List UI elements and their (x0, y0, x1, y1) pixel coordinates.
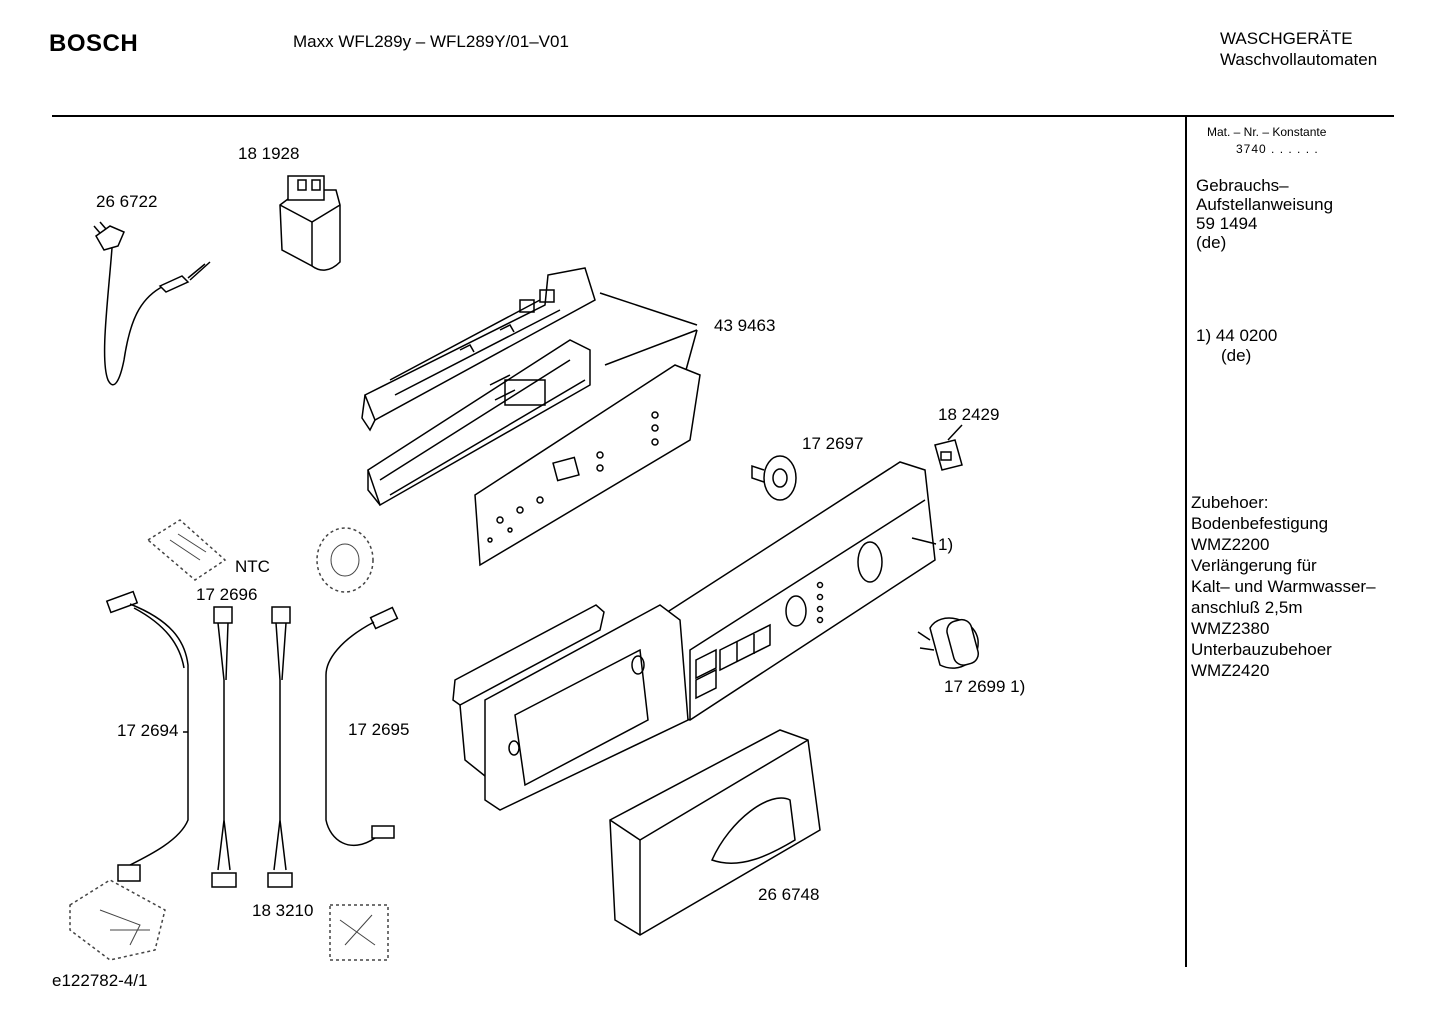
accessory-item: Bodenbefestigung (1191, 514, 1329, 533)
harness-172694-drawing (105, 590, 189, 882)
accessory-item: WMZ2420 (1191, 661, 1270, 680)
control-housing-middle-drawing (367, 339, 591, 507)
accessory-item: WMZ2380 (1191, 619, 1270, 638)
manual-language: (de) (1196, 233, 1227, 252)
sidebar-divider (1185, 117, 1187, 967)
part-label-ntc: NTC (235, 557, 270, 576)
part-label-footnote: 1) (938, 535, 954, 554)
part-label-172696: 17 2696 (196, 585, 258, 604)
harness-172695-drawing (325, 606, 399, 847)
drawer-frame-drawing (452, 604, 689, 811)
part-label-172695: 17 2695 (348, 720, 410, 739)
material-number-label: Mat. – Nr. – Konstante (1207, 125, 1327, 139)
power-cord-drawing (93, 221, 211, 386)
capacitor-drawing (279, 175, 341, 271)
footnote-language: (de) (1221, 346, 1252, 365)
footnote-number: 1) 44 0200 (1196, 326, 1278, 345)
pcb-board-drawing (474, 364, 701, 567)
category-title: WASCHGERÄTE (1220, 29, 1353, 48)
control-housing-top-drawing (361, 267, 596, 432)
accessory-item: Kalt– und Warmwasser– (1191, 577, 1376, 596)
header-divider (52, 115, 1394, 117)
knob-drawing (751, 455, 797, 501)
part-label-183210: 18 3210 (252, 901, 314, 920)
program-knob-drawing (917, 617, 980, 669)
harness-183210-drawing (267, 606, 293, 888)
context-parts-drawing (69, 519, 389, 961)
exploded-parts-drawing (69, 175, 980, 961)
accessory-item: Verlängerung für (1191, 556, 1317, 575)
control-panel-drawing (654, 461, 936, 721)
drawing-id: e122782-4/1 (52, 971, 148, 990)
part-label-182429: 18 2429 (938, 405, 1000, 424)
part-label-266722: 26 6722 (96, 192, 158, 211)
part-label-266748: 26 6748 (758, 885, 820, 904)
part-label-172694: 17 2694 (117, 721, 179, 740)
part-label-181928: 18 1928 (238, 144, 300, 163)
context-parts-detail (99, 533, 376, 946)
part-label-1726991: 17 2699 1) (944, 677, 1026, 696)
switch-drawing (934, 424, 963, 471)
accessory-item: WMZ2200 (1191, 535, 1270, 554)
category-subtitle: Waschvollautomaten (1220, 50, 1378, 69)
manual-title-line1: Gebrauchs– (1196, 176, 1289, 195)
part-label-439463: 43 9463 (714, 316, 776, 335)
manual-title-line2: Aufstellanweisung (1196, 195, 1334, 214)
part-label-172697: 17 2697 (802, 434, 864, 453)
accessory-item: Zubehoer: (1191, 493, 1269, 512)
manual-number: 59 1494 (1196, 214, 1258, 233)
brand-logo: BOSCH (49, 30, 139, 57)
material-number-value: 3740 . . . . . . (1236, 142, 1319, 156)
harness-172696-drawing (211, 606, 237, 888)
accessory-item: anschluß 2,5m (1191, 598, 1303, 617)
drawer-handle-drawing (609, 729, 821, 936)
model-title: Maxx WFL289y – WFL289Y/01–V01 (293, 32, 569, 51)
accessory-item: Unterbauzubehoer (1191, 640, 1332, 659)
